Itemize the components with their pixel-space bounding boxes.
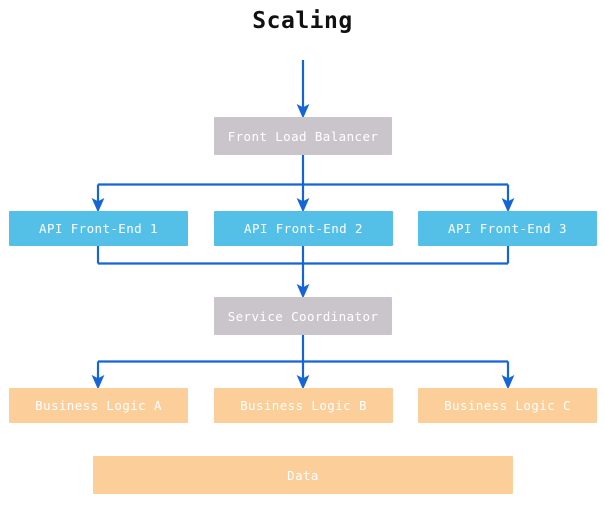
node-label: Front Load Balancer [227,128,379,144]
node-label: API Front-End 1 [39,221,158,236]
node-label: API Front-End 3 [448,221,567,236]
node-front-load-balancer[interactable]: Front Load Balancer [214,117,392,155]
node-business-logic-b[interactable]: Business Logic B [214,388,393,423]
page-title: Scaling [252,8,353,34]
node-api-front-end-1[interactable]: API Front-End 1 [9,211,188,246]
node-label: Business Logic C [444,398,571,413]
node-label: API Front-End 2 [244,221,363,236]
node-label: Data [287,467,319,483]
node-data[interactable]: Data [93,456,513,494]
node-service-coordinator[interactable]: Service Coordinator [214,297,392,335]
node-business-logic-a[interactable]: Business Logic A [9,388,188,423]
node-api-front-end-3[interactable]: API Front-End 3 [418,211,597,246]
node-label: Business Logic B [240,398,367,413]
node-label: Service Coordinator [227,308,379,324]
node-business-logic-c[interactable]: Business Logic C [418,388,597,423]
node-label: Business Logic A [35,398,162,413]
node-api-front-end-2[interactable]: API Front-End 2 [214,211,393,246]
